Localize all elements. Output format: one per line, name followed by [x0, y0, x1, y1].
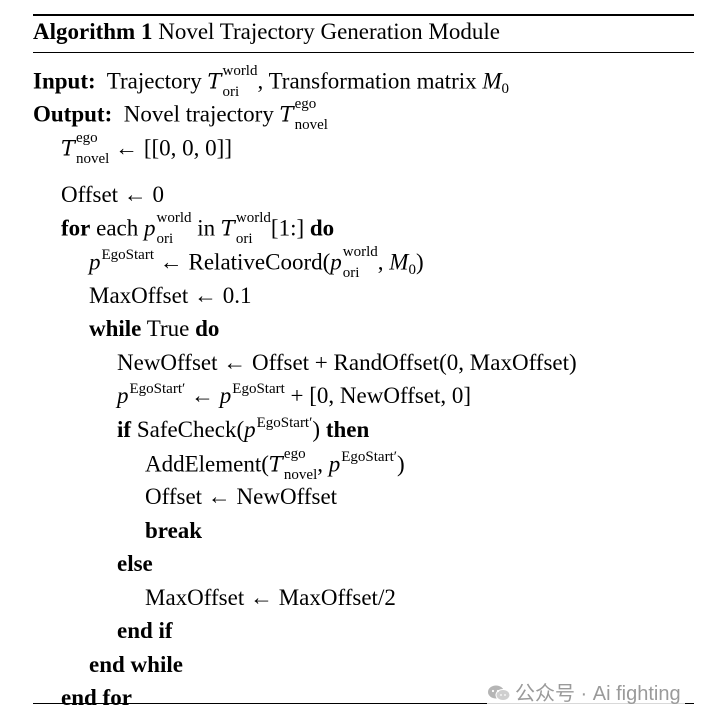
- top-rule: [33, 14, 694, 16]
- line-break: break: [145, 518, 203, 543]
- watermark: 公众号 · Ai fighting: [487, 677, 685, 706]
- algorithm-caption: Algorithm 1 Novel Trajectory Generation …: [33, 19, 500, 45]
- mid-rule: [33, 52, 694, 53]
- line-offset-update: Offset ← NewOffset: [145, 484, 338, 509]
- line-newoffset: NewOffset ← Offset + RandOffset(0, MaxOf…: [117, 350, 577, 375]
- line-while: while True do: [89, 316, 220, 341]
- algorithm-title: Novel Trajectory Generation Module: [158, 19, 500, 44]
- line-else: else: [117, 551, 153, 576]
- watermark-text: 公众号 · Ai fighting: [515, 683, 681, 705]
- line-if: if SafeCheck(pEgoStart′) then: [117, 415, 370, 442]
- line-end-if: end if: [117, 618, 173, 643]
- line-maxoffset-init: MaxOffset ← 0.1: [89, 283, 252, 308]
- line-end-while: end while: [89, 652, 183, 677]
- bottom-rule: [33, 703, 694, 704]
- wechat-icon: [488, 685, 511, 701]
- algorithm-label: Algorithm 1: [33, 19, 153, 44]
- line-offset-init: Offset ← 0: [61, 182, 165, 207]
- line-maxoffset-update: MaxOffset ← MaxOffset/2: [145, 585, 396, 610]
- line-ego-start-prime: pEgoStart′ ← pEgoStart + [0, NewOffset, …: [117, 381, 472, 408]
- line-end-for: end for: [61, 685, 132, 710]
